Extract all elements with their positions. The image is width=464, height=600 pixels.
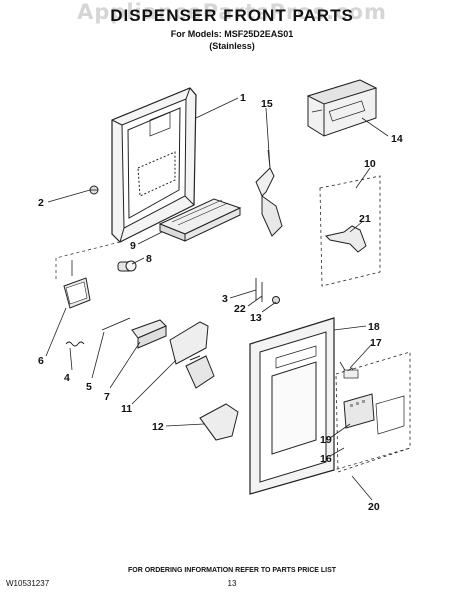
document-number: W10531237 [6,579,50,588]
callout-14: 14 [391,133,403,145]
callout-2: 2 [38,197,44,209]
callout-13: 13 [250,312,262,324]
callout-3: 3 [222,293,228,305]
small-hardware-part [255,278,280,304]
callout-7: 7 [104,391,110,403]
light-bracket-part [63,260,91,309]
callout-20: 20 [368,501,380,513]
ordering-note: FOR ORDERING INFORMATION REFER TO PARTS … [127,567,337,574]
callout-10: 10 [364,158,376,170]
callout-4: 4 [64,372,70,384]
callout-17: 17 [370,337,382,349]
callout-1: 1 [240,92,246,104]
screw-2-part [89,185,99,195]
page-title: DISPENSER FRONT PARTS [110,6,354,25]
control-board-part [343,393,375,429]
actuator-assembly-part [319,175,381,287]
callout-15: 15 [261,98,273,110]
overlay-part [335,351,411,473]
drip-tray-part [158,198,242,242]
callout-21: 21 [359,213,371,225]
chute-part [199,403,239,441]
page-number: 13 [227,579,237,588]
finish-line: (Stainless) [209,41,255,51]
callout-22: 22 [234,303,246,315]
control-module-part [306,79,378,137]
callout-19: 19 [320,434,332,446]
front-panel-part [249,317,335,495]
hinge-bracket-part [131,319,167,349]
callout-8: 8 [146,253,152,265]
lever-arm-part [255,149,283,237]
callout-12: 12 [152,421,164,433]
spring-part [65,341,85,347]
callout-9: 9 [130,240,136,252]
leader-lines [45,97,389,501]
callout-16: 16 [320,453,332,465]
callout-5: 5 [86,381,92,393]
light-socket-part [117,260,137,272]
callout-6: 6 [38,355,44,367]
models-line: For Models: MSF25D2EAS01 [170,29,294,39]
watermark: AppliancePartsPros.com [77,0,387,24]
callout-18: 18 [368,321,380,333]
housing-frame-part [111,87,197,243]
callout-11: 11 [121,403,132,415]
lever-assembly-part [169,321,215,389]
wire-part [101,317,131,331]
callout-labels: 1 15 14 10 2 21 9 8 3 22 13 18 17 6 4 5 … [38,92,403,513]
